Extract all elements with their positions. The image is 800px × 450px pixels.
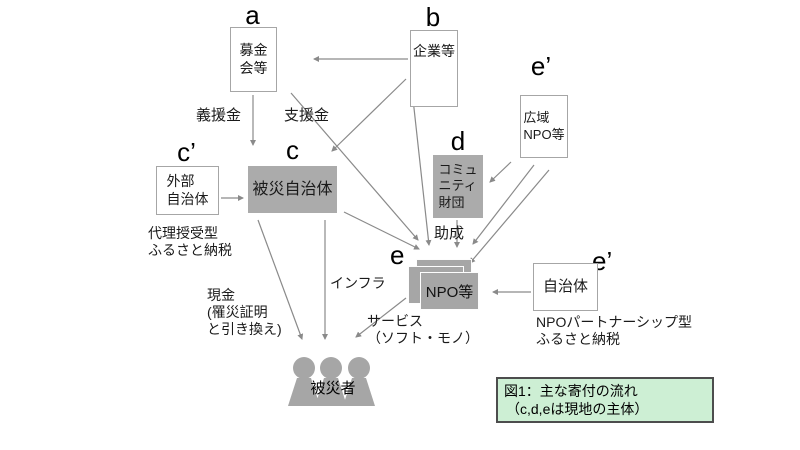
tag-e-prime-top: e’ <box>530 51 552 81</box>
node-companies: 企業等 <box>410 30 458 107</box>
label-proxy-furusato-tax: 代理授受型 ふるさと納税 <box>148 225 232 258</box>
node-fundraising-associations: 募金 会等 <box>230 27 277 92</box>
tag-d: d <box>450 126 466 156</box>
arrow-wide-npo-to-npo-2 <box>469 169 550 264</box>
tag-e: e <box>390 240 405 270</box>
tag-a: a <box>245 0 260 30</box>
label-service: サービス （ソフト・モノ） <box>367 313 479 346</box>
label-npo-partnership-furusato-tax: NPOパートナーシップ型 ふるさと納税 <box>536 314 693 347</box>
arrow-companies-to-npo <box>412 98 432 246</box>
figure-caption-box: 図1：主な寄付の流れ （c,d,eは現地の主体） <box>496 377 714 423</box>
node-wide-area-npo: 広域 NPO等 <box>520 95 568 158</box>
tag-c-prime: c’ <box>177 137 196 167</box>
figure-caption-line2: （c,d,eは現地の主体） <box>506 401 649 417</box>
arrow-fundraising-to-npo <box>290 92 419 241</box>
node-affected-municipality: 被災自治体 <box>248 166 337 213</box>
node-npo: NPO等 <box>420 272 479 310</box>
label-grant: 助成 <box>434 225 465 242</box>
label-cash: 現金 (罹災証明 と引き換え) <box>207 287 282 337</box>
figure-caption-line1: 図1：主な寄付の流れ <box>504 383 638 399</box>
label-infrastructure: インフラ <box>330 275 386 291</box>
arrow-companies-to-affected-muni <box>331 78 407 152</box>
victims-icons <box>288 357 375 406</box>
arrow-npo-to-victims-service <box>355 297 407 338</box>
tag-b: b <box>425 2 441 32</box>
tag-c: c <box>286 135 299 165</box>
node-municipality: 自治体 <box>533 263 598 311</box>
arrow-wide-npo-to-npo-1 <box>472 164 535 245</box>
arrow-affected-muni-to-npo <box>343 211 420 250</box>
node-community-foundation: コミュ ニティ 財団 <box>433 155 483 218</box>
arrow-affected-muni-to-victims-cash <box>257 219 304 340</box>
node-victims-label: 被災者 <box>310 380 356 397</box>
arrow-wide-npo-to-community-foundation <box>489 161 512 183</box>
label-gienkin: 義援金 <box>196 107 242 124</box>
label-shienkin: 支援金 <box>284 107 330 124</box>
node-external-municipality: 外部 自治体 <box>156 166 219 215</box>
